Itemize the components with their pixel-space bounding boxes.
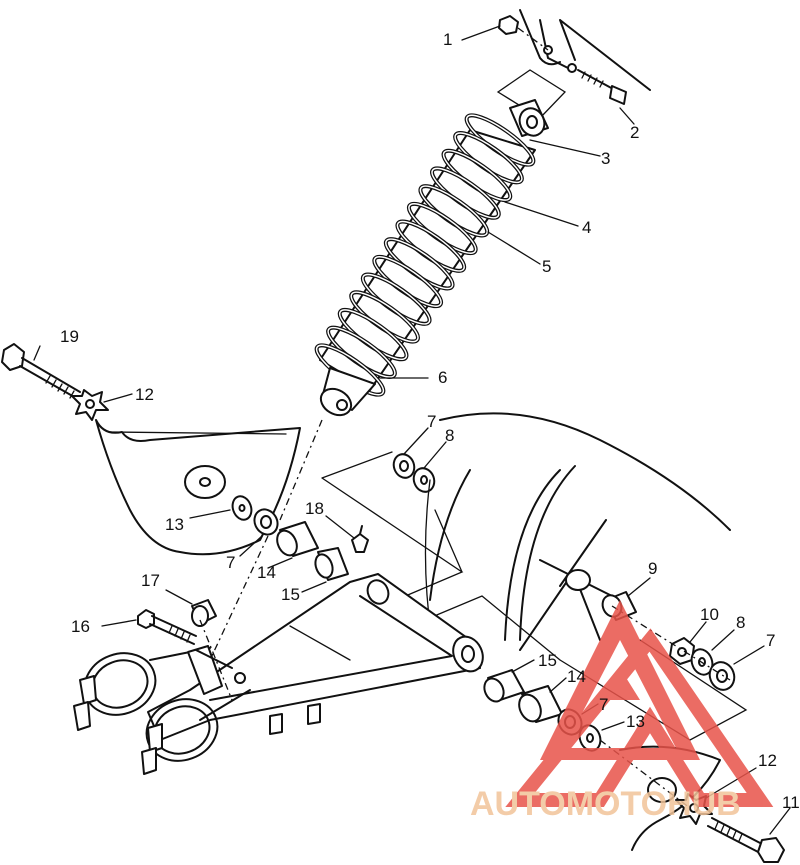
- callout-19: 19: [60, 327, 79, 346]
- callout-2: 2: [630, 123, 639, 142]
- callout-12-right: 12: [758, 751, 777, 770]
- part-15-bushing-right: [483, 669, 525, 703]
- a-arm-swingarm: [147, 573, 484, 741]
- part-14-bushing-right: [518, 685, 563, 723]
- part-1-nut: [498, 15, 549, 51]
- callout-12-left: 12: [135, 385, 154, 404]
- part-11-bolt: [707, 817, 785, 863]
- part-12-star-washer: [71, 389, 109, 421]
- callout-7-right: 7: [766, 631, 775, 650]
- callout-13-left: 13: [165, 515, 184, 534]
- callout-4: 4: [582, 218, 591, 237]
- automotohub-watermark: AUTOMOTOHUB: [470, 600, 774, 823]
- callout-10: 10: [700, 605, 719, 624]
- a-arm-pivot-bracket: [187, 645, 246, 695]
- part-19-bolt: [1, 343, 81, 399]
- part-7-bushing-left: [253, 508, 279, 536]
- callout-7-top: 7: [427, 412, 436, 431]
- part-7-bushing-right: [708, 661, 736, 691]
- callout-5: 5: [542, 257, 551, 276]
- callout-7-left: 7: [226, 553, 235, 572]
- callout-17: 17: [141, 571, 160, 590]
- part-15-bushing-left: [314, 547, 349, 581]
- callout-labels: 1 2 3 4 5 6 7 8 19 12 13 7 14 18 15 17 1…: [60, 30, 800, 812]
- callout-8-right: 8: [736, 613, 745, 632]
- track-wheel: [424, 412, 731, 641]
- part-7-washer-top: [392, 453, 416, 479]
- callout-14-left: 14: [257, 563, 276, 582]
- part-2-bolt: [577, 69, 627, 105]
- callout-3: 3: [601, 149, 610, 168]
- part-17-spacer: [191, 599, 217, 627]
- callout-13-right: 13: [626, 712, 645, 731]
- part-18-grease-fitting: [351, 525, 369, 553]
- callout-15-right: 15: [538, 651, 557, 670]
- part-4-spring: [314, 113, 536, 397]
- left-side-plate: [95, 419, 323, 556]
- idler-wheel-hub: [519, 519, 613, 651]
- assembly-guide-upper: [321, 451, 464, 601]
- part-14-bushing-left: [276, 521, 319, 557]
- watermark-triangle-inner: [505, 628, 774, 807]
- shock-absorber: [314, 99, 549, 417]
- callout-9: 9: [648, 559, 657, 578]
- part-16-bolt: [137, 609, 197, 645]
- callout-8-top: 8: [445, 426, 454, 445]
- callout-16: 16: [71, 617, 90, 636]
- callout-15-left: 15: [281, 585, 300, 604]
- callout-14-right: 14: [567, 667, 586, 686]
- frame-bracket: [519, 9, 651, 91]
- callout-6: 6: [438, 368, 447, 387]
- watermark-text: AUTOMOTOHUB: [470, 785, 741, 823]
- part-13-washer-left: [231, 495, 253, 521]
- callout-7-lower-right: 7: [599, 695, 608, 714]
- callout-11: 11: [782, 793, 800, 812]
- callout-1: 1: [443, 30, 452, 49]
- callout-18: 18: [305, 499, 324, 518]
